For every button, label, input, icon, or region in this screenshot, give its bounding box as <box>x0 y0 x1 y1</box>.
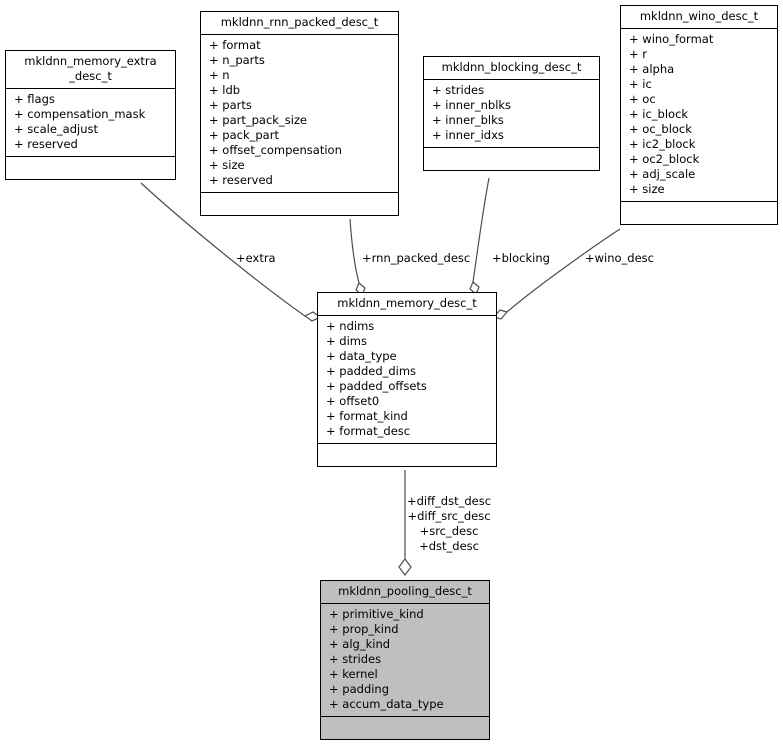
edge-label-pooling-descs: +diff_dst_desc +diff_src_desc +src_desc … <box>407 494 492 553</box>
class-attribute: + offset_compensation <box>209 143 342 157</box>
class-attribute: + inner_blks <box>432 113 504 127</box>
class-title: mkldnn_rnn_packed_desc_t <box>201 12 398 35</box>
class-box-mkldnn-memory-extra-desc-t[interactable]: mkldnn_memory_extra _desc_t + flags + co… <box>5 50 176 180</box>
class-attribute: + ldb <box>209 83 241 97</box>
class-box-mkldnn-pooling-desc-t[interactable]: mkldnn_pooling_desc_t + primitive_kind +… <box>320 580 490 740</box>
class-attributes: + wino_format + r + alpha + ic + oc + ic… <box>621 29 777 202</box>
class-attribute: + r <box>629 47 648 61</box>
class-attribute: + size <box>209 158 245 172</box>
class-methods <box>424 148 599 170</box>
class-box-mkldnn-rnn-packed-desc-t[interactable]: mkldnn_rnn_packed_desc_t + format + n_pa… <box>200 11 399 216</box>
class-box-mkldnn-memory-desc-t[interactable]: mkldnn_memory_desc_t + ndims + dims + da… <box>317 292 497 467</box>
class-methods <box>321 717 489 739</box>
class-attribute: + inner_nblks <box>432 98 512 112</box>
edge-blocking-line <box>472 177 490 283</box>
class-attribute: + compensation_mask <box>14 107 146 121</box>
class-attribute: + parts <box>209 98 252 112</box>
class-attribute: + ic <box>629 77 652 91</box>
class-methods <box>6 157 175 179</box>
class-title: mkldnn_blocking_desc_t <box>424 57 599 80</box>
class-attribute: + reserved <box>209 173 273 187</box>
class-box-mkldnn-blocking-desc-t[interactable]: mkldnn_blocking_desc_t + strides + inner… <box>423 56 600 171</box>
edge-rnn-packed-line <box>349 218 360 284</box>
class-attribute: + accum_data_type <box>329 697 444 711</box>
class-attribute: + size <box>629 182 665 196</box>
class-attribute: + part_pack_size <box>209 113 308 127</box>
class-attributes: + ndims + dims + data_type + padded_dims… <box>318 316 496 444</box>
class-attribute: + ic_block <box>629 107 689 121</box>
class-attribute: + alpha <box>629 62 675 76</box>
class-attributes: + strides + inner_nblks + inner_blks + i… <box>424 80 599 148</box>
class-attribute: + padding <box>329 682 390 696</box>
class-attribute: + flags <box>14 92 55 106</box>
edge-label-extra: +extra <box>236 251 276 265</box>
class-title: mkldnn_wino_desc_t <box>621 6 777 29</box>
class-attribute: + adj_scale <box>629 167 696 181</box>
class-attribute: + kernel <box>329 667 378 681</box>
class-attribute: + format_desc <box>326 424 411 438</box>
class-attribute: + prop_kind <box>329 622 399 636</box>
class-attribute: + oc <box>629 92 656 106</box>
edge-label-blocking: +blocking <box>492 251 550 265</box>
class-attribute: + n_parts <box>209 53 265 67</box>
class-attribute: + ndims <box>326 319 375 333</box>
class-attribute: + reserved <box>14 137 78 151</box>
class-attribute: + alg_kind <box>329 637 391 651</box>
class-attribute: + strides <box>329 652 382 666</box>
class-attribute: + scale_adjust <box>14 122 99 136</box>
class-attribute: + pack_part <box>209 128 279 142</box>
class-attributes: + flags + compensation_mask + scale_adju… <box>6 89 175 157</box>
class-attribute: + inner_idxs <box>432 128 504 142</box>
edge-wino-line <box>506 228 621 313</box>
class-attribute: + primitive_kind <box>329 607 424 621</box>
class-attributes: + primitive_kind + prop_kind + alg_kind … <box>321 604 489 717</box>
class-attribute: + oc2_block <box>629 152 700 166</box>
class-attribute: + wino_format <box>629 32 714 46</box>
class-attribute: + padded_offsets <box>326 379 427 393</box>
class-attribute: + offset0 <box>326 394 380 408</box>
class-title: mkldnn_memory_desc_t <box>318 293 496 316</box>
class-title: mkldnn_memory_extra _desc_t <box>6 51 175 89</box>
edge-label-wino-desc: +wino_desc <box>585 251 654 265</box>
edge-pooling-diamond <box>398 558 412 576</box>
class-attribute: + format_kind <box>326 409 408 423</box>
class-attributes: + format + n_parts + n + ldb + parts + p… <box>201 35 398 193</box>
class-attribute: + data_type <box>326 349 397 363</box>
edge-label-rnn-packed-desc: +rnn_packed_desc <box>362 251 471 265</box>
class-attribute: + n <box>209 68 230 82</box>
class-attribute: + oc_block <box>629 122 692 136</box>
class-title: mkldnn_pooling_desc_t <box>321 581 489 604</box>
class-box-mkldnn-wino-desc-t[interactable]: mkldnn_wino_desc_t + wino_format + r + a… <box>620 5 778 225</box>
class-attribute: + padded_dims <box>326 364 417 378</box>
class-methods <box>201 193 398 215</box>
class-attribute: + ic2_block <box>629 137 696 151</box>
class-methods <box>621 202 777 224</box>
class-attribute: + strides <box>432 83 485 97</box>
class-attribute: + dims <box>326 334 367 348</box>
class-methods <box>318 444 496 466</box>
class-attribute: + format <box>209 38 261 52</box>
